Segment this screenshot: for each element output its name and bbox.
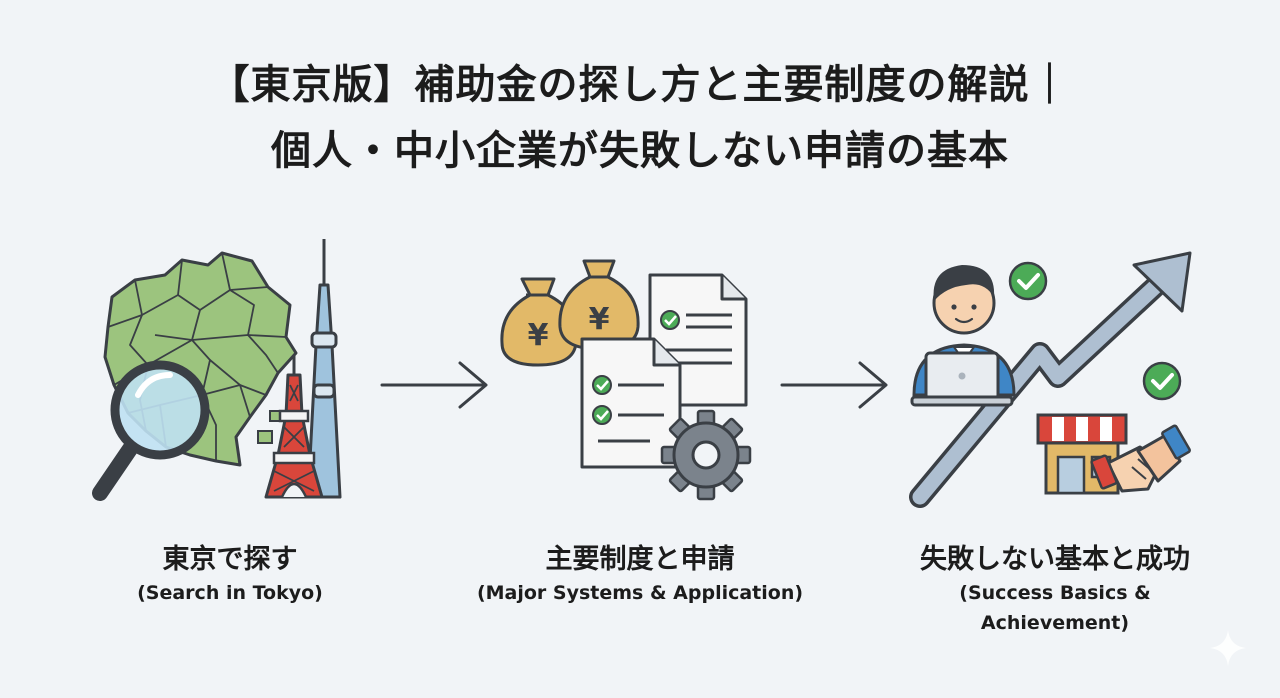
sparkle-icon [1210,630,1246,666]
skytree-icon [306,239,342,499]
gear-icon [660,409,752,501]
check-circle-icon [1008,261,1048,301]
step2-subtitle: (Major Systems & Application) [476,582,804,604]
check-circle-icon [1142,361,1182,401]
step3-illustration [909,251,1192,508]
step3-subtitle-line-2: Achievement) [980,612,1130,634]
step3-label: 失敗しない基本と成功 (Success Basics & Achievement… [880,542,1230,638]
magnifier-icon [92,360,210,501]
flow-arrow-1 [380,361,488,409]
step2-label: 主要制度と申請 (Major Systems & Application) [450,542,830,608]
title-line-2: 個人・中小企業が失敗しない申請の基本 [271,128,1009,174]
growth-arrow-icon [909,251,1192,508]
step3-subtitle-line-1: (Success Basics & [959,582,1151,604]
step1-subtitle: (Search in Tokyo) [137,582,323,604]
step1-label: 東京で探す (Search in Tokyo) [80,542,380,608]
page-title: 【東京版】補助金の探し方と主要制度の解説｜ 個人・中小企業が失敗しない申請の基本 [0,52,1280,184]
step3-title: 失敗しない基本と成功 [920,544,1190,575]
step2-title: 主要制度と申請 [545,544,735,575]
handshake-icon [1090,424,1191,493]
yen-symbol: ¥ [528,318,549,353]
step1-illustration [92,239,342,501]
flow-arrow-2 [780,361,888,409]
tokyo-tower-icon [264,355,324,499]
checklist-document-icon [580,337,682,469]
yen-symbol: ¥ [589,302,610,337]
person-laptop-icon [910,265,1016,407]
step2-illustration: ¥ ¥ [500,259,752,501]
yen-money-bag-icon: ¥ ¥ [500,259,640,367]
step1-title: 東京で探す [162,544,298,575]
title-line-1: 【東京版】補助金の探し方と主要制度の解説｜ [209,62,1071,108]
